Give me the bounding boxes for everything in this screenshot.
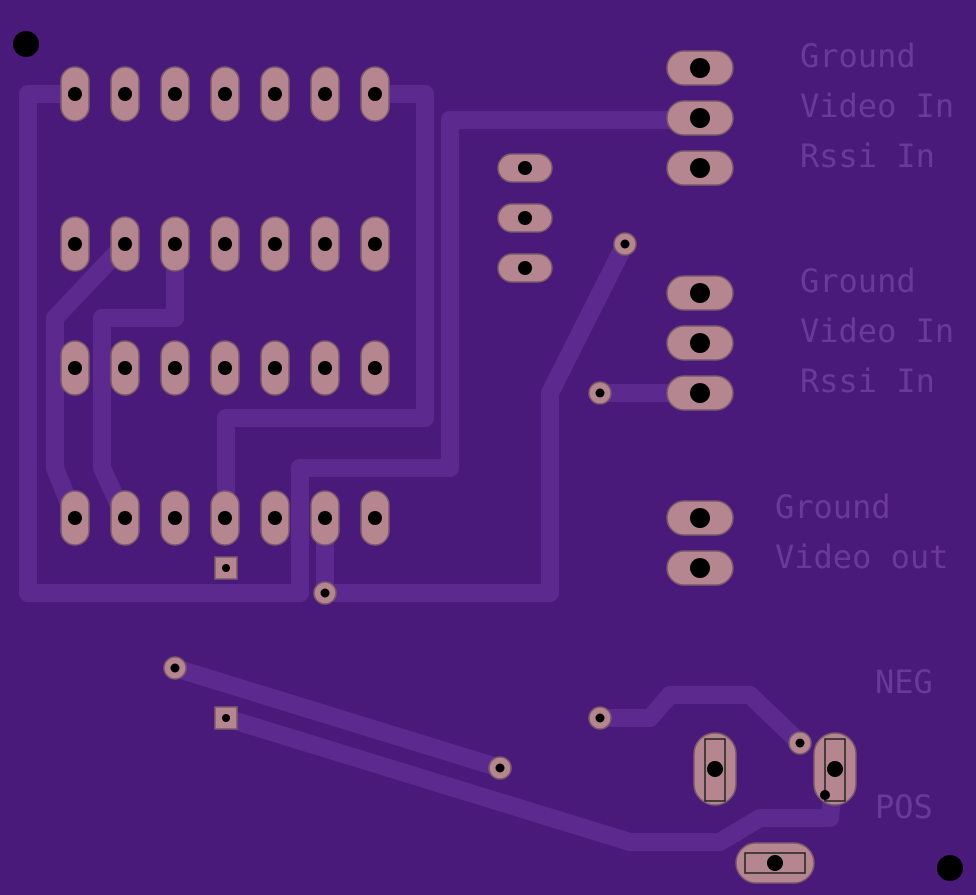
label-rssi-in-a: Rssi In (800, 137, 935, 175)
ic-pad-drill (318, 87, 332, 101)
trace-diag-upper (166, 659, 509, 777)
connector-pad-drill (690, 158, 710, 178)
connector-pad-drill (690, 558, 710, 578)
ic-pad-drill (368, 237, 382, 251)
ic-pad-drill (218, 87, 232, 101)
mounting-hole-bottom-right (937, 855, 963, 881)
power-pad-right-drill (827, 761, 843, 777)
ic-pad-drill (368, 511, 382, 525)
ic-pad-drill (68, 237, 82, 251)
label-video-in-b: Video In (800, 312, 954, 350)
square-pads (214, 556, 238, 730)
ic-pad-drill (118, 361, 132, 375)
header-pad-drill (518, 211, 532, 225)
label-video-out-c: Video out (775, 538, 948, 576)
label-ground-c: Ground (775, 488, 891, 526)
ic-pad-drill (168, 361, 182, 375)
connector-pad-drill (690, 108, 710, 128)
trace-ic-top-right (217, 85, 434, 527)
label-rssi-in-b: Rssi In (800, 362, 935, 400)
via-drill (595, 713, 605, 723)
header-pad-drill (518, 161, 532, 175)
ic-pad-drill (218, 511, 232, 525)
ic-pad-drill (268, 87, 282, 101)
ic-pad-drill (168, 237, 182, 251)
label-neg: NEG (875, 663, 933, 701)
ic-pad-drill (218, 361, 232, 375)
ic-socket (60, 66, 390, 546)
power-pad-left-drill (707, 761, 723, 777)
trace-pin-2-down (46, 235, 134, 527)
label-ground-a: Ground (800, 37, 916, 75)
trace-rssi-via (316, 235, 634, 602)
label-ground-b: Ground (800, 262, 916, 300)
ic-pad-drill (118, 511, 132, 525)
via-drill (320, 588, 330, 598)
ic-pad-drill (318, 361, 332, 375)
connector-pad-drill (690, 333, 710, 353)
silkscreen-labels: Ground Video In Rssi In Ground Video In … (775, 37, 954, 826)
ic-pad-drill (318, 237, 332, 251)
ic-pad-drill (68, 511, 82, 525)
copper-traces (19, 85, 844, 851)
ic-pad-drill (218, 237, 232, 251)
header-pad-drill (518, 261, 532, 275)
via-drill (595, 388, 605, 398)
power-pad-bottom-outline (744, 852, 806, 874)
trace-diag-lower (217, 709, 844, 851)
small-header (497, 153, 553, 283)
power-pads (693, 732, 857, 884)
ic-pad-drill (68, 361, 82, 375)
ic-pad-drill (68, 87, 82, 101)
ic-pad-drill (268, 361, 282, 375)
ic-pad-drill (168, 511, 182, 525)
connector-pads (666, 50, 734, 586)
power-pad-bottom-drill (767, 855, 783, 871)
ic-pad-drill (118, 237, 132, 251)
connector-pad-drill (690, 58, 710, 78)
square-pad-2-drill (222, 714, 230, 722)
power-pad-right-outline (824, 738, 846, 802)
via-drill (620, 239, 630, 249)
ic-pad-drill (368, 87, 382, 101)
power-pad-left-outline (704, 738, 726, 802)
label-pos: POS (875, 788, 933, 826)
ic-pad-drill (368, 361, 382, 375)
trace-pin-3-down (93, 235, 184, 527)
via-drill (795, 738, 805, 748)
connector-pad-drill (690, 283, 710, 303)
trace-neg-loop (591, 686, 809, 752)
connector-pad-drill (690, 383, 710, 403)
connector-pad-drill (690, 508, 710, 528)
ic-pad-drill (118, 87, 132, 101)
square-pad-1-drill (222, 564, 230, 572)
power-pad-right-via (820, 790, 830, 800)
ic-pad-drill (268, 237, 282, 251)
via-drill (495, 763, 505, 773)
label-video-in-a: Video In (800, 87, 954, 125)
ic-pad-drill (318, 511, 332, 525)
ic-pad-drill (168, 87, 182, 101)
vias (163, 232, 812, 780)
via-drill (170, 663, 180, 673)
mounting-hole-top-left (13, 31, 39, 57)
trace-ic-outline-loop (19, 85, 709, 602)
ic-pad-drill (268, 511, 282, 525)
